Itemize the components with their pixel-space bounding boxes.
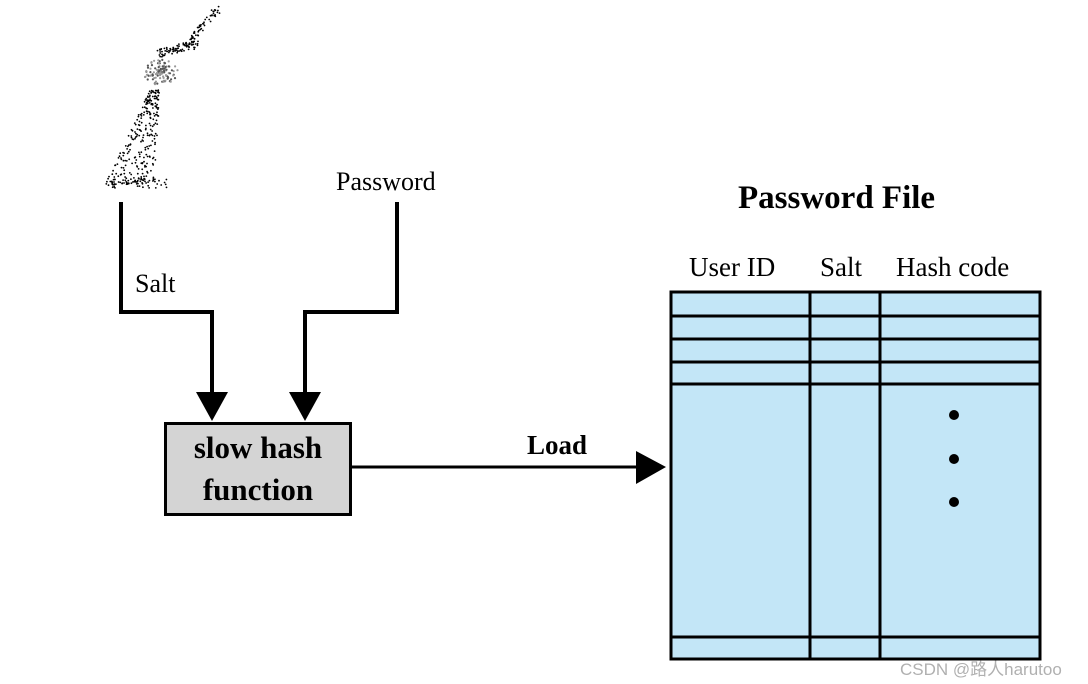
hash-box-line1: slow hash [193, 430, 323, 465]
column-header-hash-code: Hash code [896, 252, 1010, 282]
watermark: CSDN @路人harutoo [900, 660, 1062, 679]
ellipsis-dot [949, 454, 959, 464]
password-label: Password [336, 167, 436, 196]
table-body [669, 290, 1042, 661]
password-arrow-line [303, 202, 399, 392]
ellipsis-dot [949, 497, 959, 507]
salt-label: Salt [135, 269, 176, 298]
slow-hash-function-box: slow hash function [164, 422, 352, 516]
load-label: Load [527, 430, 588, 460]
salt-arrow-line [119, 202, 214, 392]
hash-box-line2: function [202, 472, 314, 507]
password-file-title: Password File [738, 180, 936, 216]
load-arrowhead [636, 451, 666, 484]
column-header-user-id: User ID [689, 252, 776, 282]
column-header-salt: Salt [820, 252, 863, 282]
salt-shaker-icon [105, 5, 221, 189]
salt-arrowhead [196, 392, 228, 421]
password-arrowhead [289, 392, 321, 421]
ellipsis-dot [949, 410, 959, 420]
password-file-table [669, 290, 1042, 661]
